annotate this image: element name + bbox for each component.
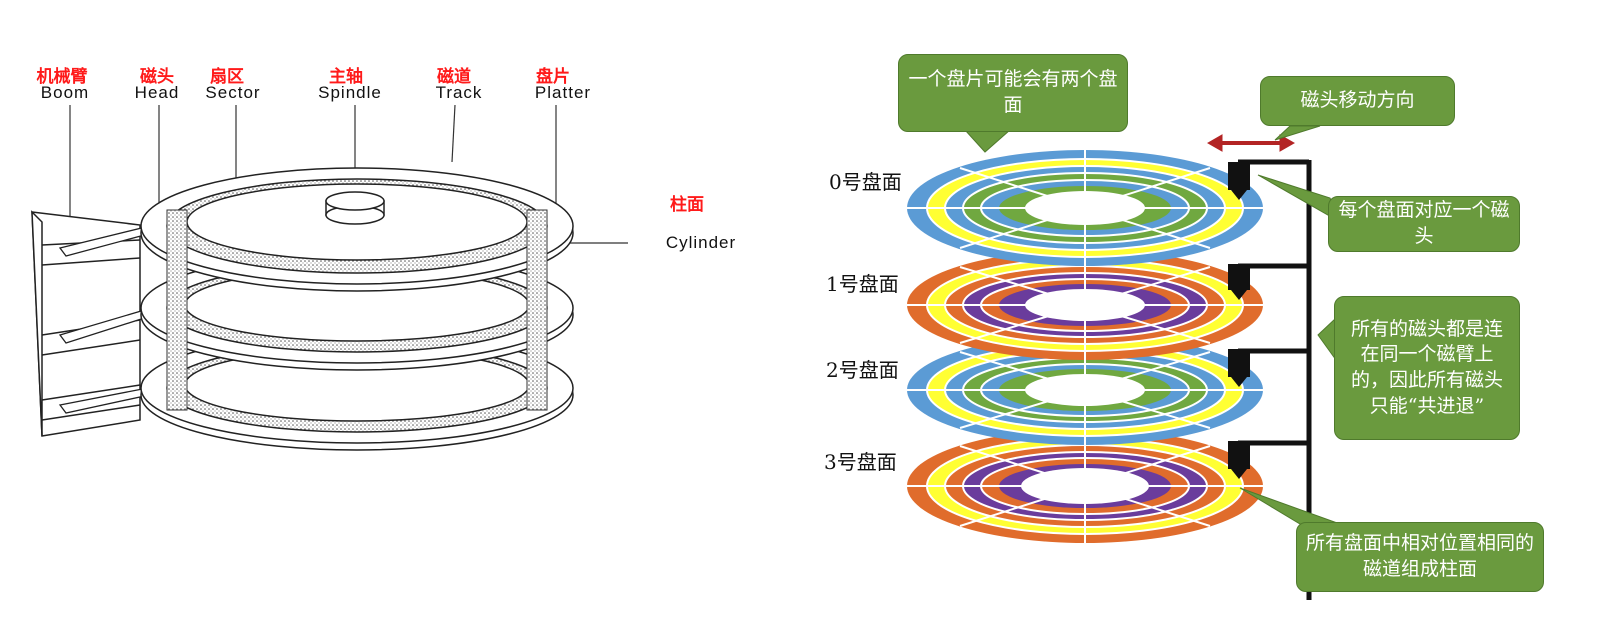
platter-surface-3 [907,429,1263,543]
label-head-cn: 磁头 [140,67,174,87]
surface-label-1: 1号盘面 [826,272,899,296]
callout-one-head-each: 每个盘面对应一个磁头 [1328,196,1520,252]
platter-surface-0 [907,150,1263,266]
surface-label-0: 0号盘面 [829,170,902,194]
label-track-cn: 磁道 [437,67,471,87]
label-head-en: Head [134,83,180,102]
platter-surface-1 [907,250,1263,360]
label-platter-en: Platter [534,83,592,102]
callout-two-sides: 一个盘片可能会有两个盘面 [898,54,1128,132]
label-track-en: Track [435,83,483,102]
callout-shared-arm: 所有的磁头都是连在同一个磁臂上的，因此所有磁头只能“共进退” [1334,296,1520,440]
label-boom-en: Boom [40,83,90,102]
callout-cylinder-def: 所有盘面中相对位置相同的磁道组成柱面 [1296,522,1544,592]
label-platter-cn: 盘片 [536,67,570,87]
platter-surface-2 [907,335,1263,445]
surface-label-3: 3号盘面 [824,450,897,474]
head-direction-arrow [1206,134,1296,152]
disk-drive-diagram [31,104,628,451]
read-write-heads [1228,162,1250,479]
label-spindle-en: Spindle [318,83,382,102]
label-sector-cn: 扇区 [210,67,244,87]
label-cylinder-en: Cylinder [665,233,737,252]
label-spindle-cn: 主轴 [329,67,363,87]
label-boom-cn: 机械臂 [36,67,88,87]
surface-label-2: 2号盘面 [826,358,899,382]
label-cylinder-cn: 柱面 [670,195,704,215]
label-sector-en: Sector [205,83,261,102]
callout-head-direction: 磁头移动方向 [1260,76,1455,126]
